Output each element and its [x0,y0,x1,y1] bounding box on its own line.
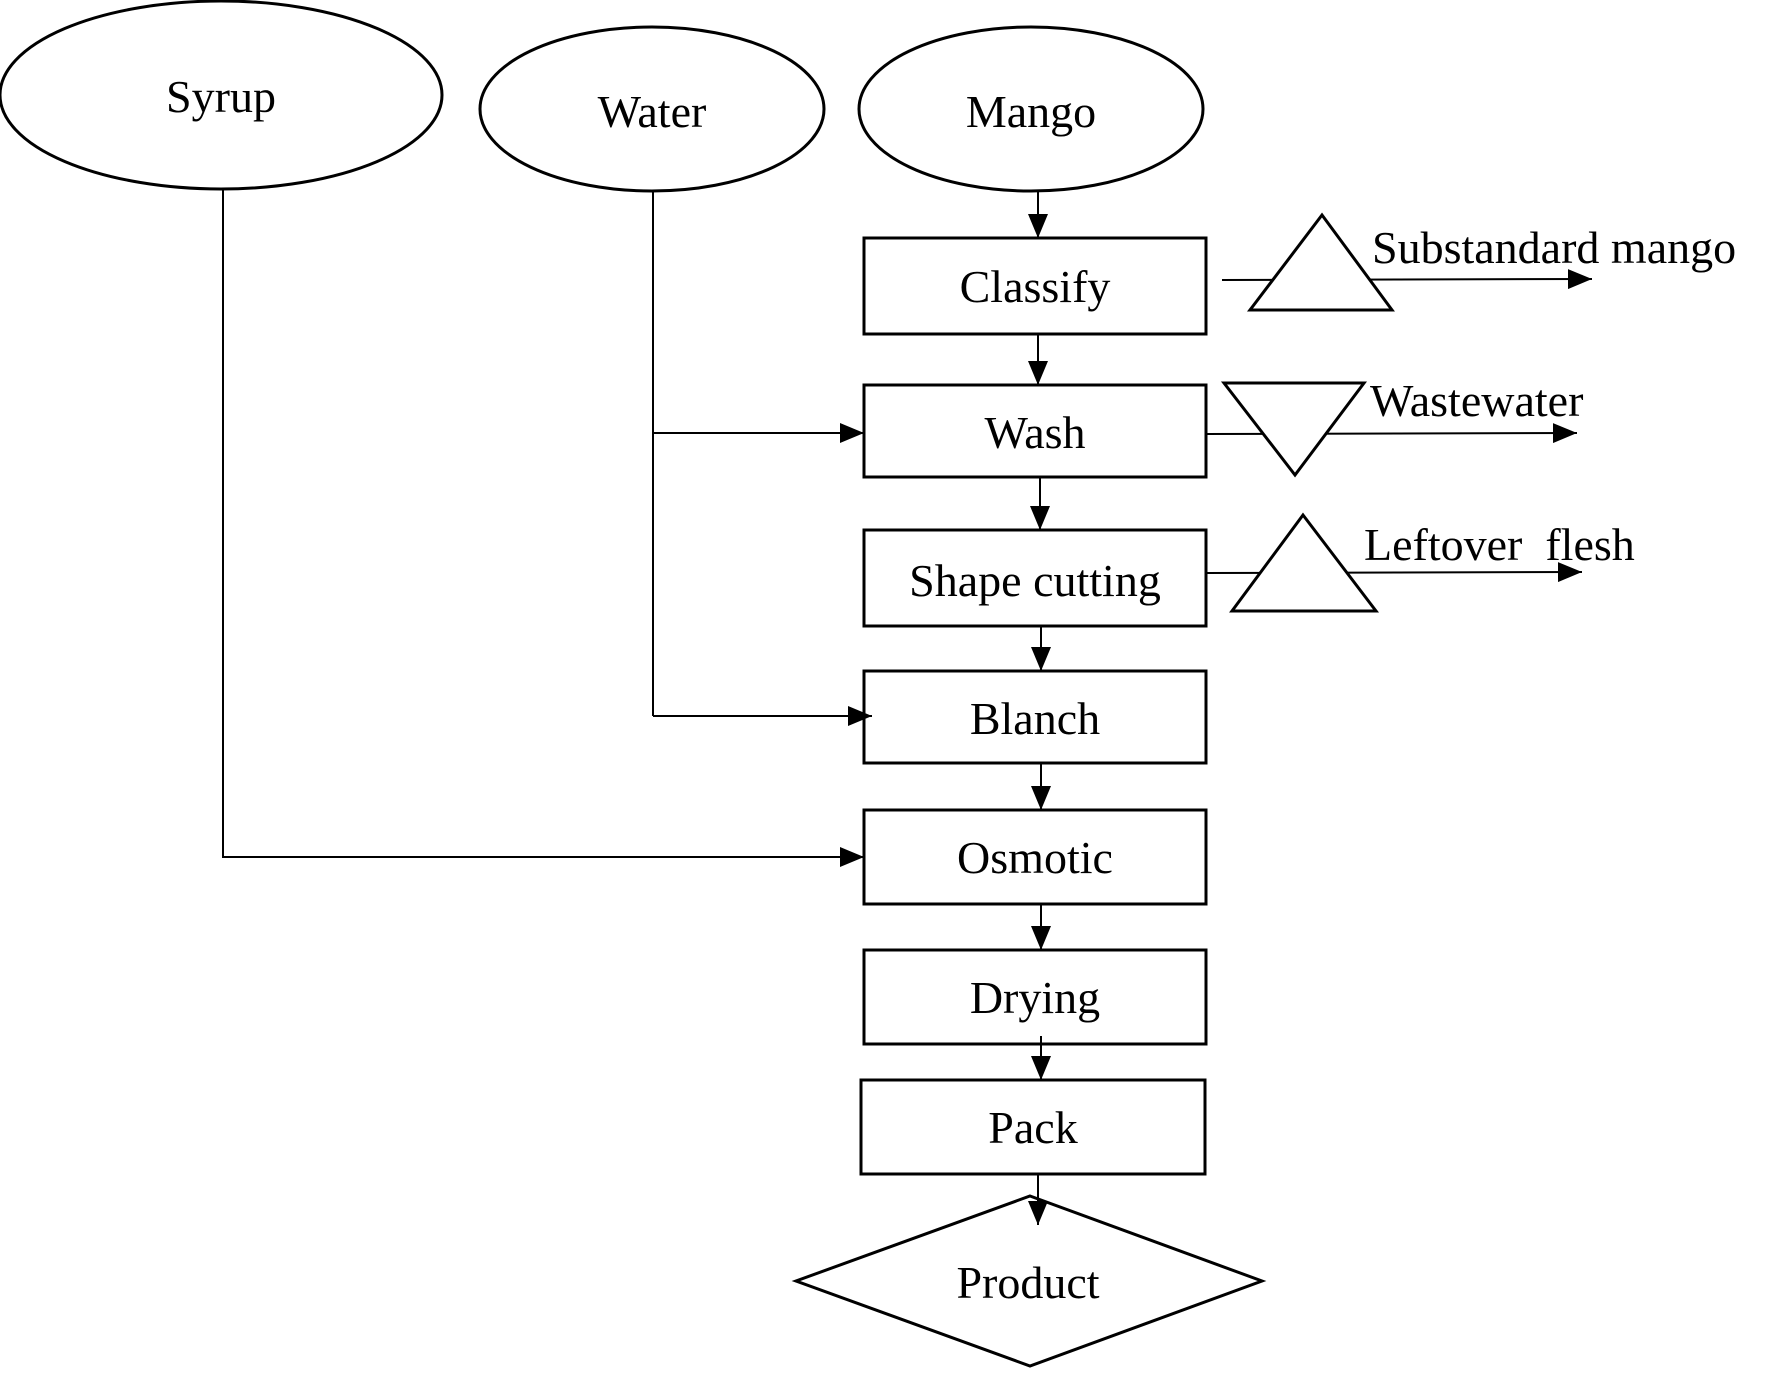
pack-step: Pack [859,1078,1207,1176]
wastewater-label: Wastewater [1370,375,1583,426]
pack-label: Pack [988,1102,1077,1153]
shape-cutting-step: Shape cutting [862,528,1208,628]
wastewater-output: Wastewater [1205,375,1583,478]
classify-step: Classify [862,236,1208,336]
main-flow-arrows [1028,191,1051,1225]
syrup-feed-line [222,189,864,867]
arrow-syrup-to-osmotic [222,189,864,867]
product-output: Product [791,1194,1267,1368]
wash-step: Wash [862,383,1208,479]
blanch-step: Blanch [862,669,1208,765]
osmotic-step: Osmotic [862,808,1208,906]
shape-cutting-label: Shape cutting [909,555,1161,606]
syrup-input: Syrup [0,0,444,191]
wash-label: Wash [984,407,1085,458]
triangle-up-icon [1229,512,1380,613]
blanch-label: Blanch [970,693,1100,744]
water-label: Water [598,86,707,137]
drying-step: Drying [862,948,1208,1046]
mango-label: Mango [966,86,1096,137]
product-label: Product [956,1257,1099,1308]
water-input: Water [478,25,826,193]
leftover-flesh-label: Leftover flesh [1364,519,1635,570]
osmotic-label: Osmotic [957,832,1113,883]
substandard-mango-output: Substandard mango [1221,212,1736,312]
leftover-flesh-output: Leftover flesh [1205,512,1635,613]
syrup-label: Syrup [166,71,276,122]
substandard-mango-label: Substandard mango [1372,222,1736,273]
triangle-up-icon [1246,212,1395,312]
classify-label: Classify [960,261,1111,312]
mango-input: Mango [857,25,1205,193]
triangle-down-icon [1220,381,1367,478]
water-feed-lines [652,191,872,726]
drying-label: Drying [970,972,1100,1023]
